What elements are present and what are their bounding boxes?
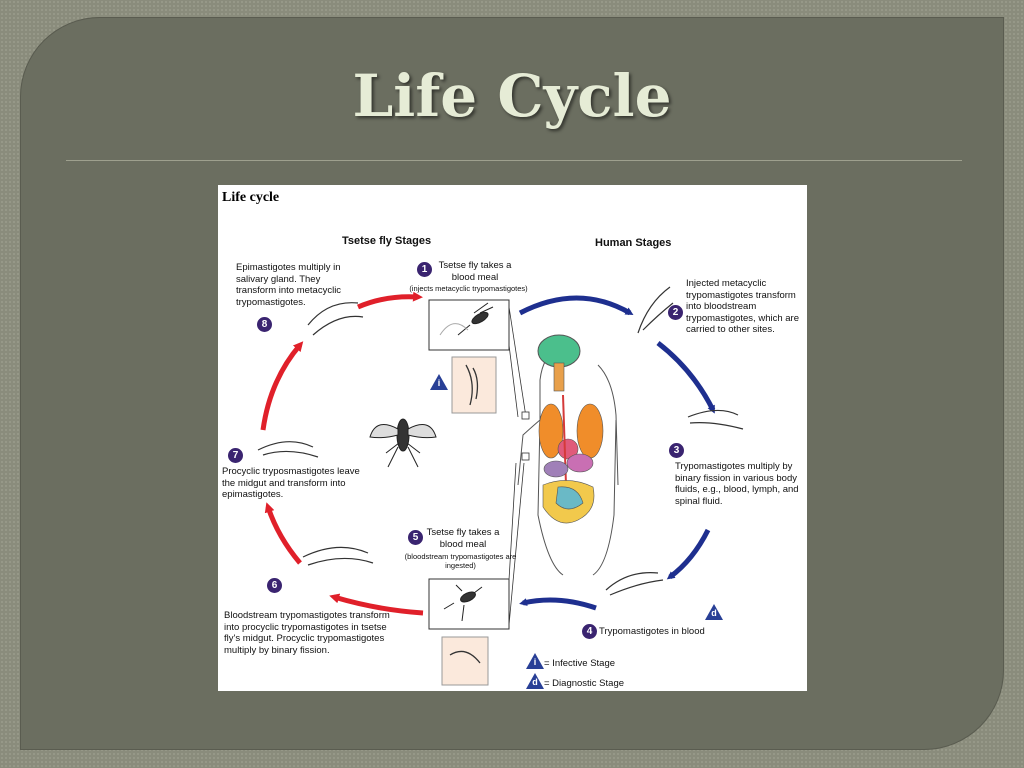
heading-human-stages: Human Stages xyxy=(595,237,672,249)
step-7-text: Procyclic tryposmastigotes leave the mid… xyxy=(222,466,360,500)
step-badge-4: 4 xyxy=(582,624,597,639)
legend-infective-icon: i xyxy=(526,653,544,669)
parasite-inset-bottom xyxy=(441,636,489,686)
arrow-step-6-to-7 xyxy=(264,502,302,565)
step-badge-7: 7 xyxy=(228,448,243,463)
cycle-arrows xyxy=(257,286,744,686)
fly-icon-top xyxy=(439,302,494,336)
fly-icon-bottom xyxy=(443,584,483,622)
step-2-text: Injected metacyclic trypomastigotes tran… xyxy=(686,278,799,335)
fly-bite-box-bottom xyxy=(428,578,510,630)
legend-diagnostic-icon: d xyxy=(526,673,544,689)
heading-fly-stages: Tsetse fly Stages xyxy=(342,235,432,247)
diagnostic-stage-marker: d xyxy=(705,604,723,620)
step-4-text: Trypomastigotes in blood xyxy=(599,626,705,637)
legend-infective-label: = Infective Stage xyxy=(544,658,616,669)
step-badge-8: 8 xyxy=(257,317,272,332)
infective-stage-marker: i xyxy=(430,374,448,390)
legend-diagnostic-label: = Diagnostic Stage xyxy=(544,678,625,689)
arrow-step-2-to-3 xyxy=(656,341,716,414)
fly-bite-box-top xyxy=(428,299,510,351)
arrow-step-1-to-2 xyxy=(518,295,634,316)
step-8-text: Epimastigotes multiply in salivary gland… xyxy=(236,262,342,308)
tsetse-fly-illustration xyxy=(369,418,437,468)
life-cycle-figure: Life cycle Tsetse fly Stages Human Stage… xyxy=(218,185,807,691)
step-6-text: Bloodstream trypomastigotes transform in… xyxy=(224,610,390,656)
human-body-illustration xyxy=(517,334,619,576)
step-badge-1: 1 xyxy=(417,262,432,277)
step-1-text: Tsetse fly takes a blood meal xyxy=(438,260,512,283)
step-5-subtext: (bloodstream trypomastigotes are ingeste… xyxy=(404,552,517,570)
title-divider xyxy=(66,160,962,161)
arrow-step-4-to-5 xyxy=(519,597,597,611)
slide-title: Life Cycle xyxy=(352,62,672,130)
arrow-step-8-to-1 xyxy=(357,291,423,310)
arrow-step-5-to-6 xyxy=(329,593,424,616)
arrow-step-3-to-4 xyxy=(666,528,711,580)
parasite-drawings xyxy=(257,286,744,596)
step-5-text: Tsetse fly takes a blood meal xyxy=(426,527,500,550)
arrow-step-7-to-8 xyxy=(260,341,304,431)
parasite-inset-top xyxy=(451,356,497,414)
step-badge-6: 6 xyxy=(267,578,282,593)
figure-title: Life cycle xyxy=(222,190,280,205)
step-1-subtext: (injects metacyclic trypomastigotes) xyxy=(409,284,528,293)
step-3-text: Trypomastigotes multiply by binary fissi… xyxy=(675,461,799,507)
step-badge-2: 2 xyxy=(668,305,683,320)
step-badge-3: 3 xyxy=(669,443,684,458)
step-badge-5: 5 xyxy=(408,530,423,545)
